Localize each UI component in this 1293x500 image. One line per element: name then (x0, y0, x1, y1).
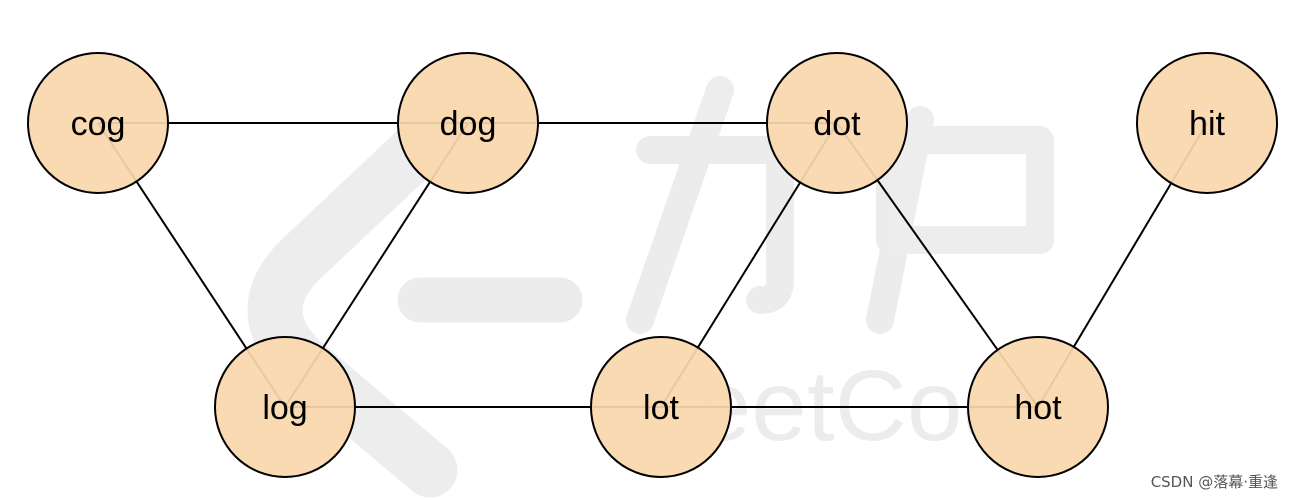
node-circle-hot (967, 336, 1109, 478)
node-circle-dot (766, 52, 908, 194)
node-log: log (214, 336, 356, 478)
node-circle-lot (590, 336, 732, 478)
node-circle-log (214, 336, 356, 478)
node-label-dot: dot (813, 105, 861, 143)
node-lot: lot (590, 336, 732, 478)
node-dot: dot (766, 52, 908, 194)
node-circle-cog (27, 52, 169, 194)
node-dog: dog (397, 52, 539, 194)
csdn-credit: CSDN @落幕·重逢 (1150, 473, 1278, 491)
node-label-log: log (262, 389, 307, 427)
node-label-dog: dog (440, 105, 497, 143)
node-circle-dog (397, 52, 539, 194)
node-label-lot: lot (643, 389, 679, 427)
node-circle-hit (1136, 52, 1278, 194)
node-hot: hot (967, 336, 1109, 478)
node-cog: cog (27, 52, 169, 194)
node-hit: hit (1136, 52, 1278, 194)
node-label-cog: cog (71, 105, 126, 143)
nodes: cog dog dot hit log lot hot (27, 52, 1278, 478)
node-label-hot: hot (1014, 389, 1062, 427)
node-label-hit: hit (1189, 105, 1225, 143)
